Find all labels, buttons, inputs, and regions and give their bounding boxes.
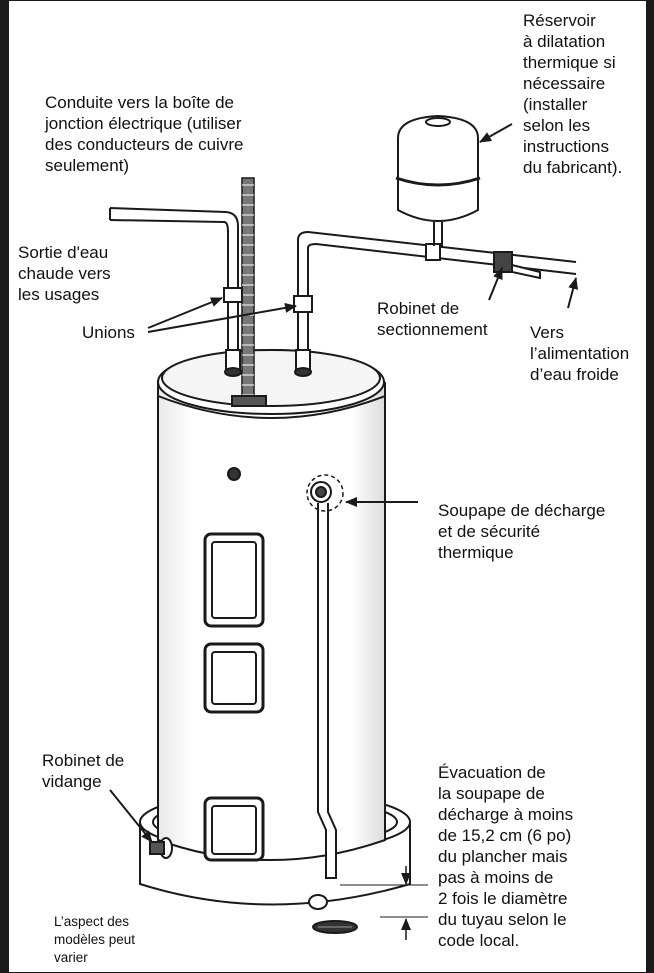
drain-valve-arrow [109,789,153,843]
middle-access-panel [203,642,265,714]
expansion-tank [395,114,481,246]
conduit-label: Conduite vers la boîte de jonction élect… [45,93,244,175]
cold-supply-arrow [567,277,578,309]
shutoff-valve [493,251,541,280]
clearance-dimension [340,866,428,940]
drain-valve [149,837,173,859]
union-arrows [147,297,297,333]
cold-supply-label: Vers l’alimentation d’eau froide [530,323,630,384]
thermostat-plug [227,467,241,481]
hot-outlet-label: Sortie d'eau chaude vers les usages [18,243,111,304]
appearance-note: L’aspect des modèles peut varier [54,914,136,965]
drain-valve-label: Robinet de vidange [42,751,125,791]
lower-access-panel [203,796,265,862]
unions-label: Unions [82,323,135,342]
hot-water-pipe [109,207,243,377]
tank-arrow [479,123,513,143]
discharge-label: Évacuation de la soupape de décharge à m… [438,763,574,950]
floor-drain [312,920,358,934]
expansion-tank-label: Réservoir à dilatation thermique si néce… [523,11,623,177]
shutoff-valve-label: Robinet de sectionnement [377,299,488,339]
relief-valve [306,474,344,879]
upper-access-panel [203,532,265,628]
shutoff-arrow [488,267,503,301]
relief-valve-label: Soupape de décharge et de sécurité therm… [438,501,606,562]
cold-water-pipe [293,230,577,377]
water-heater-tank [157,349,386,861]
